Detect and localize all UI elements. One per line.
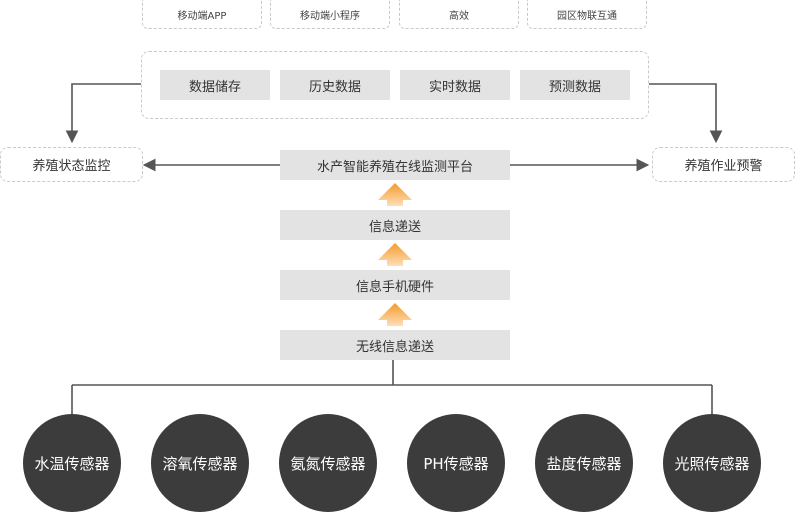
data-storage-box: 数据储存 xyxy=(160,70,270,100)
info-delivery-box: 信息递送 xyxy=(280,210,510,240)
platform-box: 水产智能养殖在线监测平台 xyxy=(280,150,510,180)
sensor-ph: PH传感器 xyxy=(407,414,505,512)
info-hardware-box: 信息手机硬件 xyxy=(280,270,510,300)
top-chip-efficient: 高效 xyxy=(399,0,519,29)
sensor-water-temp: 水温传感器 xyxy=(23,414,121,512)
top-chip-miniprogram: 移动端小程序 xyxy=(270,0,390,29)
arrow-to-left-box xyxy=(65,83,141,144)
sensor-light: 光照传感器 xyxy=(663,414,761,512)
wireless-delivery-box: 无线信息递送 xyxy=(280,330,510,360)
forecast-data-box: 预测数据 xyxy=(520,70,630,100)
operation-warning-box: 养殖作业预警 xyxy=(652,147,795,182)
up-arrow-2 xyxy=(378,243,412,266)
sensor-dissolved-oxygen: 溶氧传感器 xyxy=(151,414,249,512)
up-arrow-1 xyxy=(378,183,412,206)
realtime-data-box: 实时数据 xyxy=(400,70,510,100)
up-arrow-3 xyxy=(378,303,412,326)
status-monitor-box: 养殖状态监控 xyxy=(0,147,143,182)
top-chip-iot: 园区物联互通 xyxy=(527,0,647,29)
sensor-salinity: 盐度传感器 xyxy=(535,414,633,512)
sensor-ammonia: 氨氮传感器 xyxy=(279,414,377,512)
history-data-box: 历史数据 xyxy=(280,70,390,100)
top-chip-app: 移动端APP xyxy=(142,0,262,29)
arrow-to-right-box xyxy=(648,83,723,144)
